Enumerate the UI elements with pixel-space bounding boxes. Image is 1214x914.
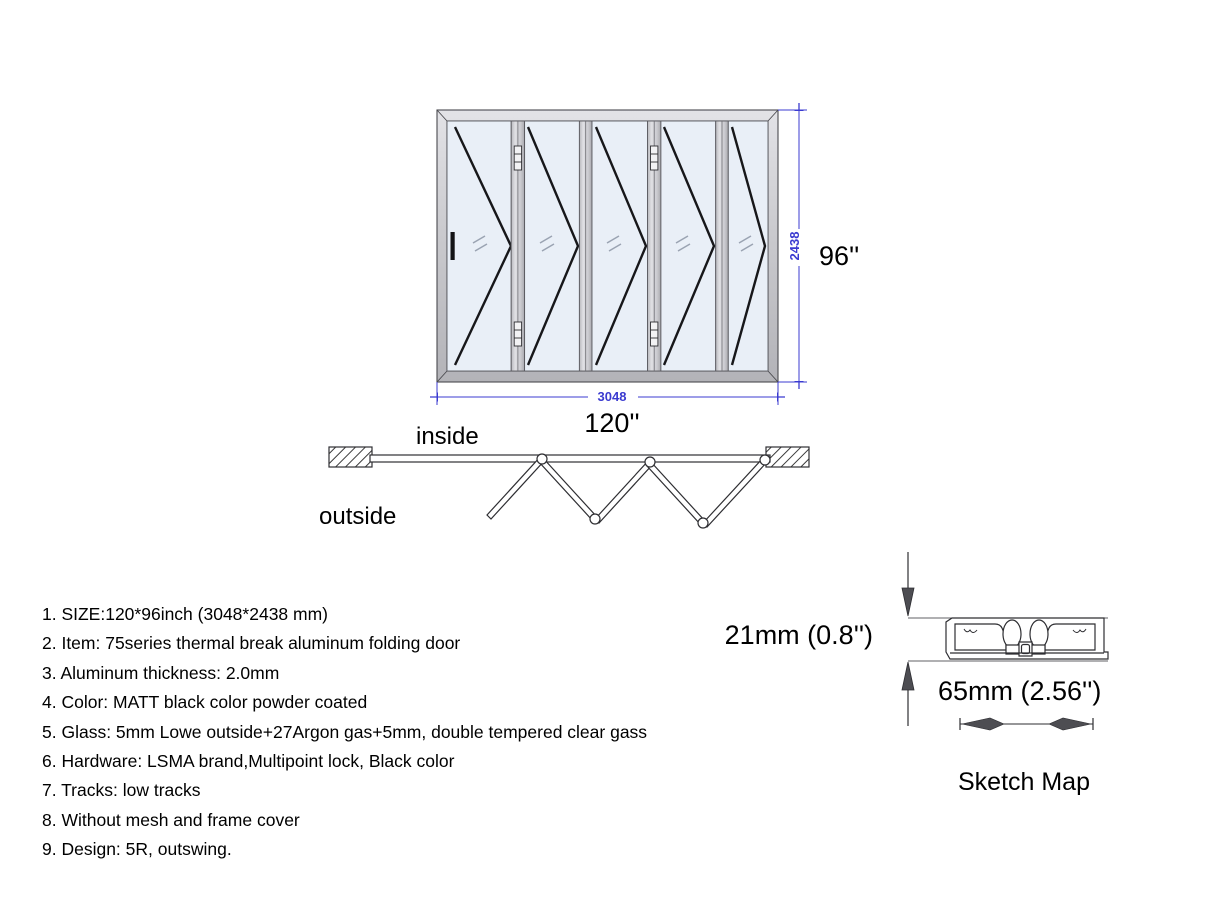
elevation-view: 2438 96'' 3048 120'' (437, 110, 859, 438)
fold-pivots (536, 453, 771, 529)
door-leaf-group (446, 120, 769, 372)
glass-reflection-1 (472, 235, 488, 252)
plan-label-inside: inside (416, 423, 479, 450)
mullion-3 (647, 120, 662, 372)
spec-item-mesh: 8. Without mesh and frame cover (42, 809, 300, 830)
mullion-4 (715, 120, 729, 372)
spec-item-tracks: 7. Tracks: low tracks (42, 780, 201, 801)
dimension-height-inches: 96'' (819, 241, 859, 271)
dimension-width-mm: 3048 (598, 389, 627, 404)
track-rail (369, 454, 771, 463)
profile-cross-section (945, 617, 1109, 660)
door-leaf-2 (524, 120, 580, 372)
spec-item-design: 9. Design: 5R, outswing. (42, 839, 232, 860)
glass-reflection-4 (675, 235, 691, 252)
door-leaf-3 (591, 120, 648, 372)
plan-label-outside: outside (319, 503, 396, 530)
hinge-upper-2 (650, 145, 659, 171)
spec-item-item: 2. Item: 75series thermal break aluminum… (42, 633, 461, 654)
spec-item-size: 1. SIZE:120*96inch (3048*2438 mm) (42, 604, 328, 624)
plan-view: inside outside (319, 423, 810, 530)
sketch-map-view: 21mm (0.8'') (725, 552, 1109, 796)
wall-block-right (765, 446, 810, 468)
dimension-height: 2438 96'' (778, 110, 859, 382)
specification-list: 1. SIZE:120*96inch (3048*2438 mm) 2. Ite… (42, 600, 782, 865)
mullion-1 (510, 120, 526, 372)
dimension-height-mm: 2438 (787, 232, 802, 261)
glass-reflection-2 (539, 235, 555, 252)
door-leaf-1 (446, 120, 513, 372)
spec-item-color: 4. Color: MATT black color powder coated (42, 692, 368, 713)
door-handle[interactable] (450, 232, 455, 260)
dimension-width-inches: 120'' (584, 408, 639, 438)
spec-item-glass: 5. Glass: 5mm Lowe outside+27Argon gas+5… (42, 721, 648, 742)
hinge-lower-2 (650, 321, 659, 347)
dimension-profile-width-label: 65mm (2.56'') (938, 676, 1101, 706)
dimension-profile-height: 21mm (0.8'') (725, 552, 1108, 726)
dimension-profile-width: 65mm (2.56'') (938, 676, 1101, 731)
hinge-upper-1 (513, 145, 523, 171)
glass-reflection-5 (738, 235, 754, 252)
glass-reflection-3 (606, 235, 622, 252)
hinge-lower-1 (513, 321, 523, 347)
door-leaf-5 (727, 120, 769, 372)
spec-item-thickness: 3. Aluminum thickness: 2.0mm (42, 662, 280, 683)
dimension-width: 3048 120'' (437, 382, 778, 438)
door-leaf-4 (660, 120, 717, 372)
spec-item-hardware: 6. Hardware: LSMA brand,Multipoint lock,… (42, 751, 455, 772)
dimension-profile-height-label: 21mm (0.8'') (725, 620, 873, 650)
wall-block-left (328, 446, 373, 468)
sketch-map-title: Sketch Map (958, 768, 1090, 796)
fold-linkage (486, 455, 768, 528)
mullion-2 (578, 120, 593, 372)
